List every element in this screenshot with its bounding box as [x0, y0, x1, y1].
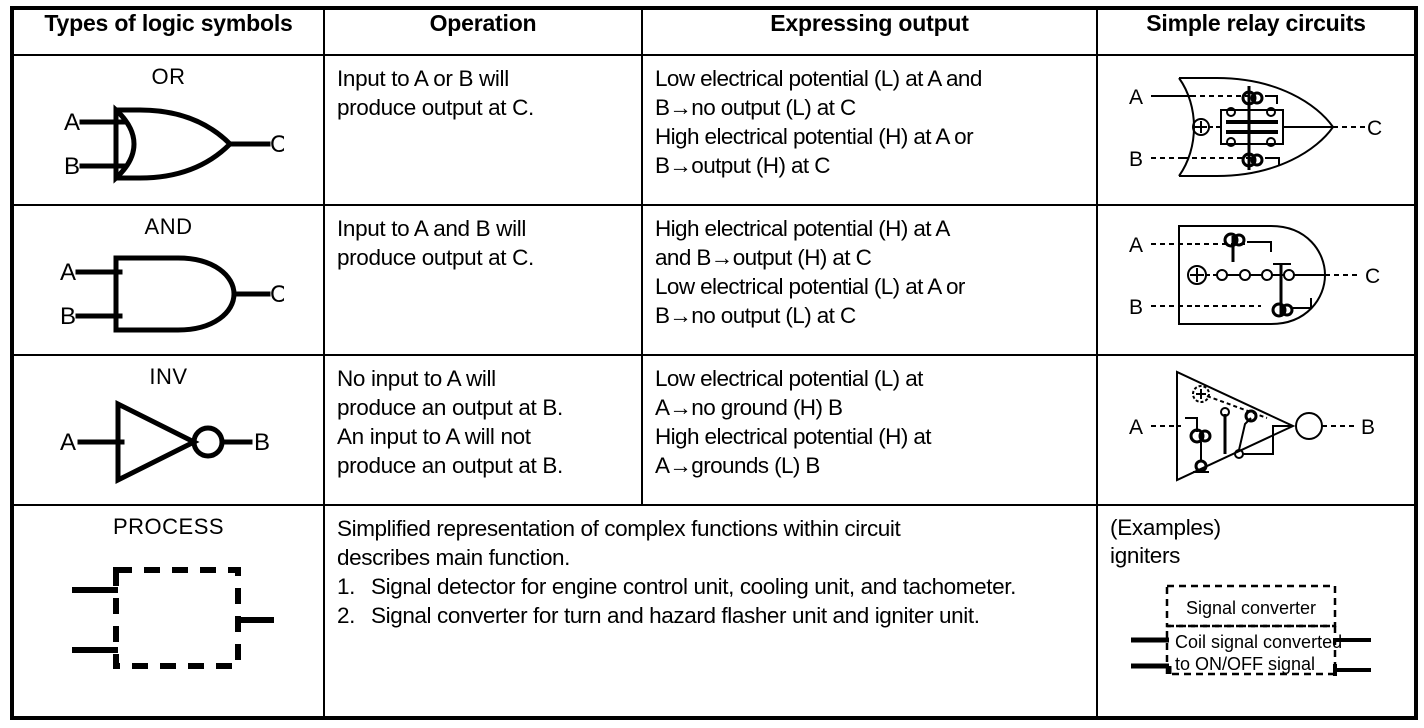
process-list-item-1: 1. Signal detector for engine control un…: [337, 572, 1086, 601]
examples-title: (Examples): [1110, 515, 1221, 540]
symbol-cell-process: PROCESS: [11, 504, 325, 719]
table-header-row: Types of logic symbols Operation Express…: [11, 7, 1417, 56]
table-row-inv: INV A B: [11, 354, 1417, 506]
operation-cell-and: Input to A and B will produce output at …: [323, 204, 643, 356]
column-header-simple-relay-circuits: Simple relay circuits: [1096, 7, 1417, 56]
symbol-label-or: OR: [151, 64, 186, 89]
column-header-expressing-output: Expressing output: [641, 7, 1098, 56]
process-description-lead: Simplified representation of complex fun…: [337, 516, 901, 570]
process-examples-cell: (Examples) igniters: [1096, 504, 1417, 719]
relay-circuit-cell-inv: A B: [1096, 354, 1417, 506]
pin-label-c: C: [270, 131, 284, 158]
pin-label-a: A: [1129, 86, 1143, 109]
and-relay-circuit: A B C: [1098, 206, 1414, 338]
column-header-types-of-logic-symbols: Types of logic symbols: [11, 7, 325, 56]
process-description-list: 1. Signal detector for engine control un…: [337, 572, 1086, 630]
list-text: Signal converter for turn and hazard fla…: [371, 603, 980, 628]
logic-symbols-table: Types of logic symbols Operation Express…: [10, 6, 1418, 720]
symbol-cell-or: OR A B C: [11, 54, 325, 206]
pin-label-a: A: [1129, 234, 1143, 257]
symbol-cell-and: AND A B C: [11, 204, 325, 356]
list-text: Signal detector for engine control unit,…: [371, 574, 1016, 599]
inverter-gate-symbol: A B: [14, 390, 323, 494]
symbol-cell-inv: INV A B: [11, 354, 325, 506]
symbol-label-inv: INV: [149, 364, 188, 389]
pin-label-a: A: [60, 429, 76, 456]
pin-label-c: C: [1367, 117, 1382, 140]
or-relay-circuit: A B C: [1098, 56, 1414, 192]
pin-label-b: B: [1361, 416, 1375, 439]
table-row-and: AND A B C: [11, 204, 1417, 356]
pin-label-a: A: [64, 109, 80, 136]
pin-label-b: B: [254, 429, 270, 456]
pin-label-a: A: [1129, 416, 1143, 439]
examples-text: igniters: [1110, 543, 1181, 568]
relay-circuit-cell-and: A B C: [1096, 204, 1417, 356]
pin-label-a: A: [60, 259, 76, 286]
signal-converter-title: Signal converter: [1186, 598, 1316, 618]
expressing-output-cell-inv: Low electrical potential (L) at A→no gro…: [641, 354, 1098, 506]
column-header-operation: Operation: [323, 7, 643, 56]
symbol-label-and: AND: [144, 214, 193, 239]
inverter-relay-circuit: A B: [1098, 356, 1414, 490]
symbol-label-process: PROCESS: [112, 514, 225, 539]
process-description-cell: Simplified representation of complex fun…: [323, 504, 1098, 719]
pin-label-b: B: [1129, 296, 1143, 319]
signal-converter-line2: to ON/OFF signal: [1175, 654, 1315, 674]
process-block-symbol: [14, 540, 323, 678]
or-gate-symbol: A B C: [14, 90, 323, 198]
operation-cell-or: Input to A or B will produce output at C…: [323, 54, 643, 206]
expressing-output-cell-and: High electrical potential (H) at A and B…: [641, 204, 1098, 356]
table-row-or: OR A B C: [11, 54, 1417, 206]
pin-label-b: B: [1129, 148, 1143, 171]
signal-converter-block: Signal converter Coil signal converted t…: [1098, 570, 1414, 690]
pin-label-c: C: [270, 281, 284, 308]
list-number: 2.: [337, 603, 355, 628]
table-row-process: PROCESS Simp: [11, 504, 1417, 719]
expressing-output-cell-or: Low electrical potential (L) at A and B→…: [641, 54, 1098, 206]
relay-circuit-cell-or: A B C: [1096, 54, 1417, 206]
process-list-item-2: 2. Signal converter for turn and hazard …: [337, 601, 1086, 630]
signal-converter-line1: Coil signal converted: [1175, 632, 1342, 652]
pin-label-b: B: [64, 153, 80, 180]
and-gate-symbol: A B C: [14, 240, 323, 348]
pin-label-b: B: [60, 303, 76, 330]
operation-cell-inv: No input to A will produce an output at …: [323, 354, 643, 506]
list-number: 1.: [337, 574, 355, 599]
pin-label-c: C: [1365, 265, 1380, 288]
